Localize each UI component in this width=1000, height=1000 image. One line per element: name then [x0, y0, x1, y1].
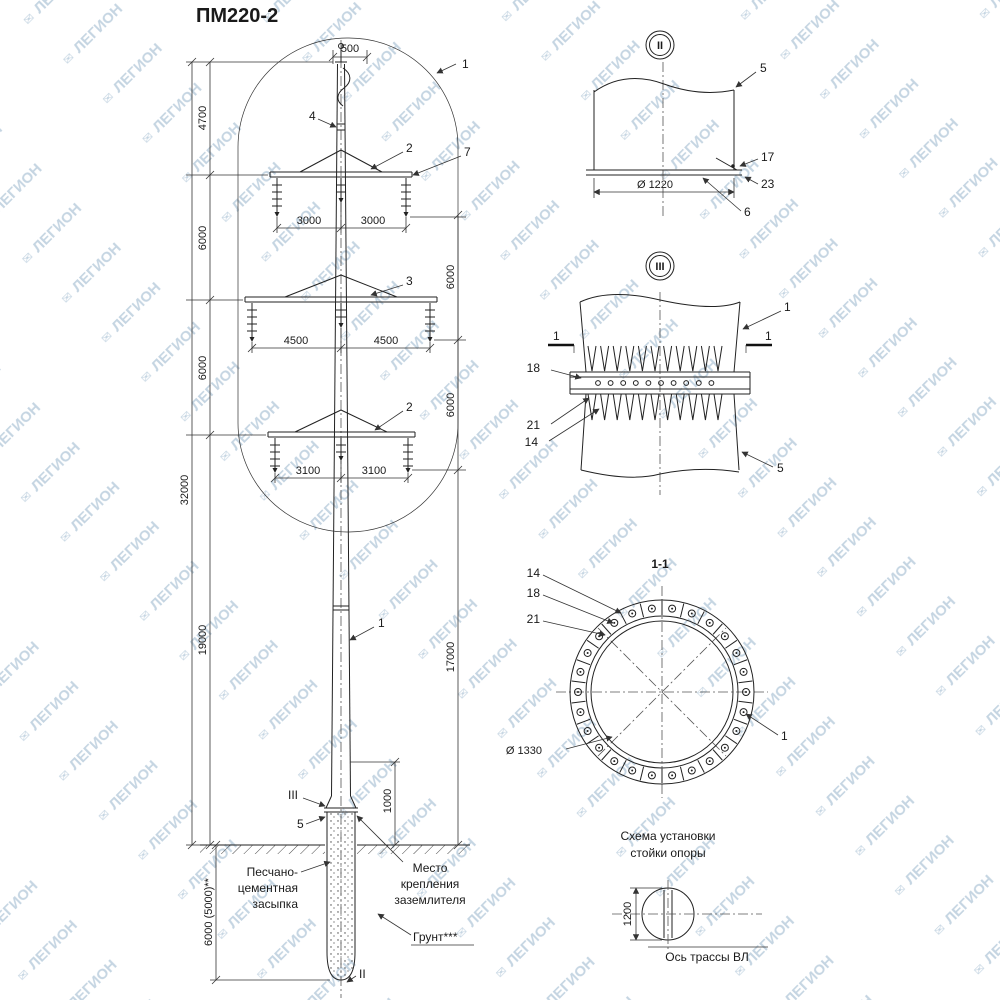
- horizontal-dimensions: 500 3000 3000 4500 4500 3100 3100: [251, 43, 431, 483]
- dim-dia-1330: Ø 1330: [506, 745, 542, 757]
- callout-5-detail3: 5: [777, 461, 784, 475]
- backfill-label-line2: цементная: [238, 881, 298, 895]
- flange-ribs-top: [587, 345, 723, 372]
- callout-5-detail2: 5: [760, 61, 767, 75]
- backfill-label-line3: засыпка: [253, 897, 299, 911]
- lower-dimensions: 1000 6000 (5000)**: [203, 761, 400, 981]
- grounding-label-line1: Место: [413, 861, 448, 875]
- callout-21-detail3: 21: [527, 418, 541, 432]
- callout-2-lower: 2: [406, 400, 413, 414]
- dimension-ticks: [187, 52, 463, 985]
- section-mark-1-left: 1: [553, 329, 560, 343]
- scheme-title-line1: Схема установки: [621, 829, 716, 843]
- dim-3000-left: 3000: [297, 215, 321, 227]
- backfill-label-line1: Песчано-: [247, 865, 298, 879]
- callout-17: 17: [761, 150, 775, 164]
- sand-cement-fill: [326, 811, 356, 981]
- dim-6000-left-1: 6000: [197, 226, 209, 250]
- detail-ref-iii: III: [288, 788, 298, 802]
- dim-6000-5000: 6000 (5000)**: [203, 877, 215, 946]
- dim-3000-right: 3000: [361, 215, 385, 227]
- dim-500: 500: [341, 43, 359, 55]
- crossarm-3: [267, 409, 416, 438]
- grounding-label-line2: крепления: [401, 877, 460, 891]
- callout-2-upper: 2: [406, 141, 413, 155]
- flange-bolts: [595, 380, 715, 386]
- dim-4700: 4700: [197, 106, 209, 130]
- dim-1000: 1000: [382, 789, 394, 813]
- scheme-title-line2: стойки опоры: [630, 846, 705, 860]
- callout-1-section: 1: [781, 729, 788, 743]
- pole-fitting: [336, 123, 346, 131]
- right-dimension-chain: 6000 6000 17000: [410, 215, 466, 845]
- dim-17000: 17000: [445, 642, 457, 673]
- callout-7: 7: [464, 145, 471, 159]
- dim-4500-right: 4500: [374, 335, 398, 347]
- dim-3100-right: 3100: [362, 465, 386, 477]
- detail-ii-marker: II: [657, 40, 663, 52]
- detail-iii-marker: III: [655, 261, 664, 273]
- foundation-stand: [324, 795, 358, 981]
- flange-ribs-bottom: [587, 393, 723, 421]
- dim-3100-left: 3100: [296, 465, 320, 477]
- installation-scheme: Схема установки стойки опоры 1200 Ось тр…: [612, 829, 768, 964]
- dim-1200: 1200: [622, 902, 634, 926]
- section-mark-1-right: 1: [765, 329, 772, 343]
- callout-3: 3: [406, 274, 413, 288]
- crossarm-1: [269, 149, 413, 178]
- callout-5-main: 5: [297, 817, 304, 831]
- callout-14-section: 14: [527, 566, 541, 580]
- pipe-break-line: [593, 78, 735, 93]
- dim-32000: 32000: [179, 475, 191, 506]
- crossarm-2: [244, 274, 438, 303]
- dim-19000: 19000: [197, 625, 209, 656]
- bottom-labels: Песчано- цементная засыпка Место креплен…: [238, 815, 474, 946]
- callout-14-detail3: 14: [525, 435, 539, 449]
- callout-1-detail3: 1: [784, 300, 791, 314]
- pole-top-cap: [338, 43, 344, 49]
- section-title: 1-1: [651, 557, 669, 571]
- axis-label: Ось трассы ВЛ: [665, 950, 748, 964]
- page-title: ПМ220-2: [196, 5, 278, 27]
- callout-23: 23: [761, 177, 775, 191]
- detail-ii-view: II 5 17 23 6 Ø 1220: [586, 30, 775, 219]
- grounding-label-line3: заземлителя: [394, 893, 465, 907]
- detail-ref-ii: II: [359, 967, 366, 981]
- insulator-strings: [247, 178, 435, 473]
- dim-4500-left: 4500: [284, 335, 308, 347]
- callout-18-detail3: 18: [527, 361, 541, 375]
- dim-6000-right-1: 6000: [445, 265, 457, 289]
- callout-1-mid: 1: [378, 616, 385, 630]
- callout-18-section: 18: [527, 586, 541, 600]
- callout-1-top: 1: [462, 57, 469, 71]
- section-1-1-view: 1-1 Ø 1330 1 14 18 21: [506, 557, 788, 798]
- dim-dia-1220: Ø 1220: [637, 179, 673, 191]
- dim-6000-right-2: 6000: [445, 393, 457, 417]
- soil-label: Грунт***: [413, 930, 458, 944]
- callout-6: 6: [744, 205, 751, 219]
- dim-6000-left-2: 6000: [197, 356, 209, 380]
- ground-line: [200, 844, 470, 854]
- callout-4: 4: [309, 109, 316, 123]
- callout-21-section: 21: [527, 612, 541, 626]
- bolt-ring: [571, 601, 753, 783]
- detail-iii-view: III 1 1 1 18 21 14 5: [525, 251, 791, 495]
- main-callouts: 1 4 2 7 3 2 1 III 5 II: [288, 57, 471, 983]
- ground-wire-hook: [337, 67, 351, 107]
